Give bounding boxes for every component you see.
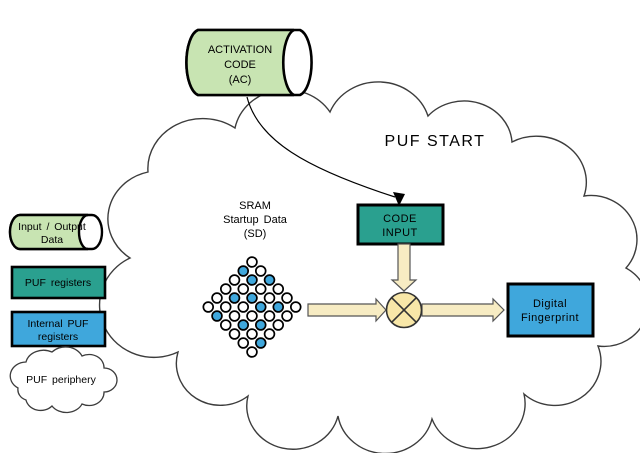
legend-io-label-line2: Data — [41, 234, 63, 246]
sram-dot-one — [228, 292, 241, 304]
activation-to-codeinput-connector — [246, 96, 396, 198]
legend-puf-registers: PUF registers — [10, 265, 107, 300]
codeinput-to-xor-arrow — [390, 243, 418, 292]
sram-label-line3: (SD) — [244, 228, 267, 240]
sram-dot-zero — [228, 328, 241, 340]
code-input-label-line1: CODE — [383, 213, 417, 225]
sram-dot-one — [211, 310, 223, 322]
sram-dot-zero — [228, 310, 241, 322]
legend-io-label-line1: Input / Output — [18, 221, 86, 233]
legend-internal-puf-label-line1: Internal PUF — [28, 318, 89, 330]
sram-dot-zero — [281, 292, 293, 304]
sram-dot-zero — [272, 319, 285, 331]
legend-internal-puf-label-line2: registers — [38, 331, 78, 343]
legend-internal-puf-registers: Internal PUF registers — [10, 310, 107, 348]
sram-dot-zero — [263, 328, 276, 340]
legend-puf-registers-label: PUF registers — [25, 277, 91, 289]
sram-dot-zero — [228, 274, 241, 286]
legend-io-data-datastore: Input / Output Data — [8, 213, 104, 251]
digital-fingerprint-register: Digital Fingerprint — [506, 282, 595, 338]
sram-dot-one — [246, 274, 258, 286]
sram-dot-one — [255, 319, 267, 331]
activation-code-label-line3: (AC) — [229, 74, 252, 86]
sram-dot-zero — [220, 301, 232, 313]
sram-to-xor-arrow — [307, 297, 387, 323]
sram-label-line1: SRAM — [239, 200, 271, 212]
activation-code-datastore: ACTIVATION CODE (AC) — [185, 28, 313, 97]
activation-code-label-line2: CODE — [224, 59, 256, 71]
sram-dot-zero — [237, 301, 250, 313]
sram-dot-matrix — [202, 256, 302, 358]
code-input-register: CODE INPUT — [356, 203, 445, 246]
sram-dot-zero — [220, 319, 232, 331]
puf-start-title: PUF START — [385, 133, 486, 150]
sram-dot-zero — [220, 283, 232, 295]
sram-dot-zero — [202, 301, 215, 313]
sram-dot-zero — [263, 292, 276, 304]
sram-dot-one — [237, 265, 250, 277]
activation-code-label-line1: ACTIVATION — [208, 44, 272, 56]
sram-label-line2: Startup Data — [223, 214, 288, 226]
sram-dot-zero — [281, 310, 293, 322]
connector-arrowhead-icon — [393, 192, 405, 206]
sram-dot-zero — [246, 256, 258, 268]
sram-dot-one — [272, 301, 285, 313]
legend-puf-periphery-label: PUF periphery — [26, 374, 96, 386]
sram-dot-zero — [263, 310, 276, 322]
sram-dot-one — [255, 301, 267, 313]
sram-dot-one — [263, 274, 276, 286]
legend-io-body — [8, 213, 89, 251]
sram-dot-zero — [246, 346, 258, 358]
puf-periphery-cloud — [98, 81, 640, 453]
sram-dot-zero — [246, 328, 258, 340]
activation-code-body — [185, 28, 295, 97]
legend-puf-periphery-cloud — [9, 346, 118, 414]
legend-puf-registers-box — [10, 265, 107, 300]
sram-dot-zero — [211, 292, 223, 304]
digital-fingerprint-box — [506, 282, 595, 338]
sram-dot-zero — [255, 283, 267, 295]
sram-dot-zero — [246, 310, 258, 322]
sram-dot-one — [237, 319, 250, 331]
sram-dot-zero — [272, 283, 285, 295]
code-input-label-line2: INPUT — [382, 227, 418, 239]
xor-to-fingerprint-arrow — [421, 297, 505, 323]
digital-fingerprint-label-line1: Digital — [533, 298, 567, 310]
digital-fingerprint-label-line2: Fingerprint — [521, 312, 579, 324]
legend-internal-puf-box — [10, 310, 107, 348]
legend-puf-periphery: PUF periphery — [9, 346, 118, 414]
sram-dot-zero — [255, 265, 267, 277]
sram-dot-zero — [237, 283, 250, 295]
sram-dot-zero — [290, 301, 302, 313]
xor-node-icon — [385, 291, 423, 329]
sram-dot-one — [255, 337, 267, 349]
sram-dot-one — [246, 292, 258, 304]
sram-dot-zero — [237, 337, 250, 349]
